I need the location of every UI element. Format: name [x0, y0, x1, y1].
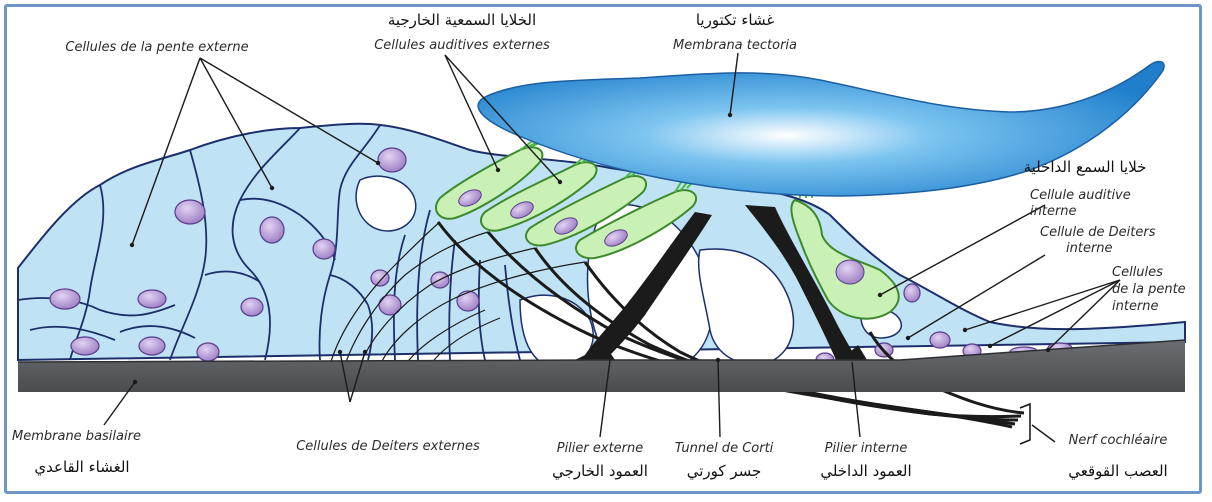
- label-inner-slope-fr-1: Cellules: [1112, 265, 1163, 280]
- label-outer-pillar-fr: Pilier externe: [557, 441, 644, 456]
- label-inner-deiters-fr-2: interne: [1066, 241, 1113, 256]
- label-outer-pillar-ar: العمود الخارجي: [552, 462, 648, 481]
- label-inner-slope-fr-3: interne: [1112, 299, 1159, 314]
- label-deiters-external-fr: Cellules de Deiters externes: [296, 439, 480, 454]
- nerve-bracket: [1020, 404, 1030, 444]
- label-inner-slope-fr-2: de la pente: [1112, 282, 1186, 297]
- label-inner-pillar-ar: العمود الداخلي: [820, 462, 911, 481]
- label-inner-hair-cells-ar: خلايا السمع الداخلية: [1024, 158, 1147, 176]
- label-cochlear-nerve-fr: Nerf cochléaire: [1069, 433, 1168, 448]
- label-tunnel-fr: Tunnel de Corti: [675, 441, 774, 456]
- label-inner-deiters-fr-1: Cellule de Deiters: [1040, 225, 1156, 240]
- label-inner-hair-cell-fr-1: Cellule auditive: [1030, 188, 1131, 203]
- label-basilar-fr: Membrane basilaire: [12, 429, 141, 444]
- label-basilar-ar: الغشاء القاعدي: [34, 458, 129, 477]
- label-cochlear-nerve-ar: العصب القوقعي: [1068, 462, 1167, 481]
- inner-hair-nucleus: [836, 260, 864, 284]
- label-tectorial-ar: غشاء تكتوريا: [696, 11, 774, 29]
- label-tunnel-ar: جسر كورتي: [687, 462, 762, 481]
- label-outer-slope-cells-fr: Cellules de la pente externe: [65, 40, 248, 55]
- label-outer-hair-cells-ar: الخلايا السمعية الخارجية: [388, 11, 536, 29]
- label-inner-hair-cell-fr-2: interne: [1030, 204, 1077, 219]
- label-outer-hair-cells-fr: Cellules auditives externes: [374, 38, 550, 53]
- label-inner-pillar-fr: Pilier interne: [825, 441, 908, 456]
- label-tectorial-fr: Membrana tectoria: [673, 38, 797, 53]
